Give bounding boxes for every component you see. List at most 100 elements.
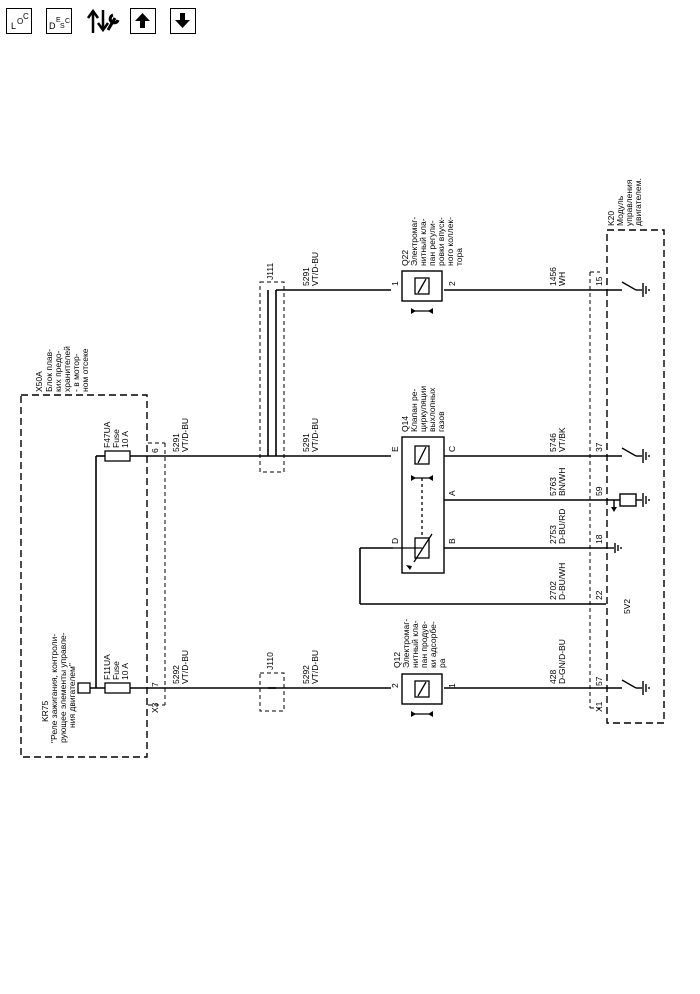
q22-desc-3: пан регули- [427, 220, 437, 266]
q22-pin-1: 1 [390, 281, 400, 286]
f47ua-rating: 10 A [120, 431, 130, 448]
q14-label: Q14 [400, 416, 410, 432]
f11ua-type: Fuse [111, 661, 121, 680]
x1-pin-15: 15 [594, 276, 604, 286]
x1-pin-18: 18 [594, 534, 604, 544]
splice-j110-box [259, 672, 285, 712]
egr-valve-q14 [401, 436, 445, 574]
loc-letter-c: C [23, 12, 29, 21]
connector-x1-label: X1 [594, 701, 604, 712]
k20-label: K20 [606, 211, 616, 226]
desc-letter-d: D [49, 21, 56, 31]
wire-1456-color: WH [557, 272, 567, 286]
q12-pin-1: 1 [447, 683, 457, 688]
loc-letter-o: O [17, 17, 24, 26]
wire-1456-num: 1456 [548, 267, 558, 286]
kr75-label: KR75 [40, 700, 50, 722]
wire-5291-color-2: VT/D-BU [310, 418, 320, 452]
splice-j111-box [259, 281, 285, 473]
q14-pin-e: E [390, 446, 400, 452]
q22-desc-2: нитный кла- [418, 218, 428, 266]
q22-label: Q22 [400, 250, 410, 266]
q14-pin-d: D [390, 538, 400, 544]
description-button[interactable]: D E S C [46, 8, 72, 34]
arrow-down-icon [175, 13, 190, 28]
desc-letter-e: E [56, 17, 61, 24]
wire-5291-color-1: VT/D-BU [180, 418, 190, 452]
relay-kr75-contact [77, 682, 91, 694]
wire-5291-color-3: VT/D-BU [310, 252, 320, 286]
f47ua-label: F47UA [102, 421, 112, 448]
q22-desc-6: тора [454, 248, 464, 266]
x3-pin-6: 6 [150, 448, 160, 453]
x50a-desc-5: ном отсеке [80, 348, 90, 392]
q22-desc-4: ровки впуск- [436, 217, 446, 266]
q12-desc-2: нитный кла- [410, 620, 420, 668]
q22-desc-5: ного коллек- [445, 217, 455, 266]
loc-letter-l: L [11, 21, 17, 31]
wire-5763-color: BN/WH [557, 468, 567, 496]
wire-2753-num: 2753 [548, 525, 558, 544]
q12-desc-5: ра [437, 658, 447, 668]
location-button[interactable]: L O C [6, 8, 32, 34]
q14-pin-c: C [447, 446, 457, 452]
q14-desc-2: циркуляции [418, 386, 428, 432]
q14-desc-4: газов [436, 411, 446, 432]
splice-j111-label: J111 [265, 263, 275, 280]
q14-desc-1: Клапан ре- [409, 389, 419, 432]
x1-pin-57: 57 [594, 676, 604, 686]
wire-5292-color-1: VT/D-BU [180, 650, 190, 684]
q14-pin-a: A [447, 490, 457, 496]
x1-pin-37: 37 [594, 442, 604, 452]
x1-pin-59: 59 [594, 486, 604, 496]
wire-5763-num: 5763 [548, 477, 558, 496]
wire-5291-num-3: 5291 [301, 267, 311, 286]
kr75-desc-3: ния двигателем" [67, 663, 77, 728]
wire-2702-num: 2702 [548, 581, 558, 600]
k20-desc-1: Модуль [615, 195, 625, 226]
wire-2753-color: D-BU/RD [557, 509, 567, 544]
kr75-desc-2: рующее элементы управле- [58, 632, 68, 743]
fuse-f11ua [104, 682, 131, 694]
wire-5291-num-1: 5291 [171, 433, 181, 452]
desc-letter-c: C [65, 18, 71, 25]
wire-5292-num-2: 5292 [301, 665, 311, 684]
q12-pin-2: 2 [390, 683, 400, 688]
wire-5746-color: VT/BK [557, 427, 567, 452]
wrench-arrows-icon[interactable] [86, 6, 122, 36]
q12-desc-3: пан продув- [419, 621, 429, 668]
wire-428-color: D-GN/D-BU [557, 639, 567, 684]
f47ua-type: Fuse [111, 429, 121, 448]
wire-5746-num: 5746 [548, 433, 558, 452]
fuse-block-x50a-box [20, 394, 148, 758]
wire-5291-num-2: 5291 [301, 433, 311, 452]
wire-428-num: 428 [548, 670, 558, 684]
previous-page-button[interactable] [130, 8, 156, 34]
q12-label: Q12 [392, 652, 402, 668]
q14-desc-3: выхлопных [427, 387, 437, 432]
k20-desc-3: двигателем. [633, 178, 643, 226]
kr75-desc-1: "Реле зажигания, контроли- [49, 634, 59, 743]
ecm-k20-box [606, 229, 665, 724]
desc-letter-s: S [60, 23, 65, 30]
k20-desc-2: управления [624, 179, 634, 226]
x1-pin-22: 22 [594, 590, 604, 600]
wire-2702-color: D-BU/WH [557, 563, 567, 600]
x3-pin-7: 7 [150, 682, 160, 687]
x50a-desc-3: хранителей [62, 346, 72, 392]
q14-pin-b: B [447, 538, 457, 544]
x50a-desc-1: Блок плав- [44, 349, 54, 392]
x50a-label: X50A [34, 371, 44, 392]
q12-desc-4: ки адсорбе- [428, 621, 438, 668]
ecm-5v2-label: 5V2 [622, 599, 632, 614]
f11ua-rating: 10 A [120, 663, 130, 680]
q22-pin-2: 2 [447, 281, 457, 286]
f11ua-label: F11UA [102, 654, 112, 680]
next-page-button[interactable] [170, 8, 196, 34]
fuse-f47ua [104, 450, 131, 462]
arrow-up-icon [135, 13, 150, 28]
wire-5292-color-2: VT/D-BU [310, 650, 320, 684]
x50a-desc-2: ких предо- [53, 350, 63, 392]
x50a-desc-4: - в мотор- [71, 353, 81, 392]
